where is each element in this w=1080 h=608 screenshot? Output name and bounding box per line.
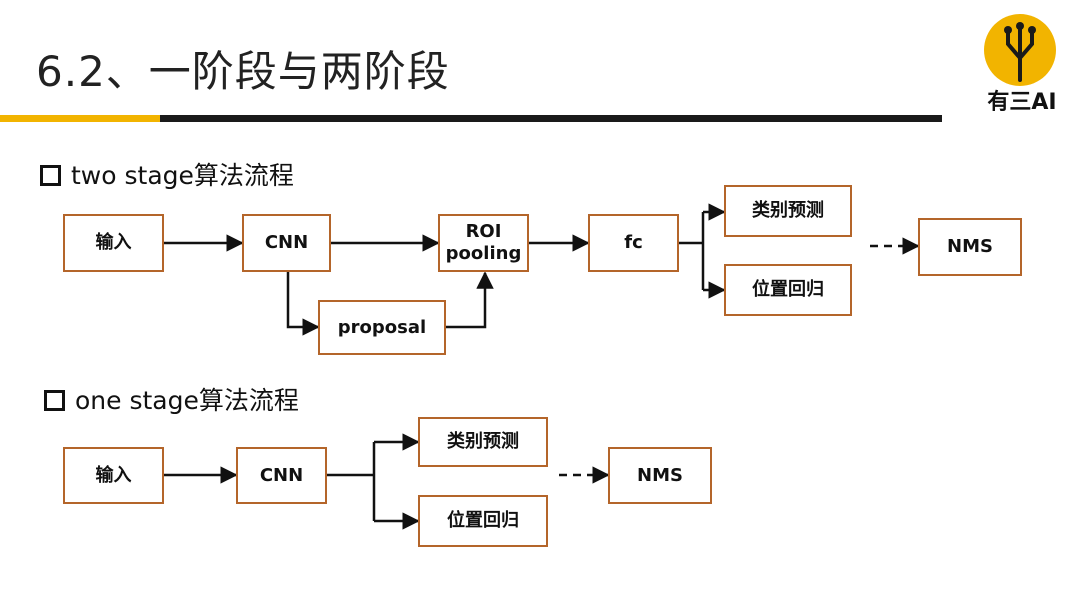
two-stage-fc-box: fc bbox=[588, 214, 679, 272]
title-bar bbox=[160, 115, 942, 122]
two-stage-proposal-box: proposal bbox=[318, 300, 446, 355]
two-stage-class-predict-box: 类别预测 bbox=[724, 185, 852, 237]
checkbox-square-icon bbox=[40, 164, 61, 186]
two-stage-heading-text: two stage算法流程 bbox=[71, 161, 294, 190]
two-stage-nms-box: NMS bbox=[918, 218, 1022, 276]
one-stage-cnn-box: CNN bbox=[236, 447, 327, 504]
arrow-cnn-proposal bbox=[286, 272, 320, 336]
two-stage-box-regression-box: 位置回归 bbox=[724, 264, 852, 316]
one-stage-class-predict-box: 类别预测 bbox=[418, 417, 548, 467]
logo-icon bbox=[984, 14, 1056, 86]
two-stage-input-box: 输入 bbox=[63, 214, 164, 272]
checkbox-square-icon bbox=[44, 389, 65, 411]
one-stage-nms-box: NMS bbox=[608, 447, 712, 504]
one-stage-heading-text: one stage算法流程 bbox=[75, 386, 299, 415]
logo-text: 有三AI bbox=[987, 90, 1057, 115]
one-stage-box-regression-box: 位置回归 bbox=[418, 495, 548, 547]
one-stage-input-box: 输入 bbox=[63, 447, 164, 504]
arrow-proposal-roi bbox=[446, 271, 494, 329]
two-stage-cnn-box: CNN bbox=[242, 214, 331, 272]
slide-title: 6.2、一阶段与两阶段 bbox=[36, 47, 450, 96]
title-bar-accent bbox=[0, 115, 160, 122]
two-stage-heading: two stage算法流程 bbox=[40, 156, 294, 192]
one-stage-heading: one stage算法流程 bbox=[44, 381, 299, 417]
two-stage-roi-pooling-box: ROI pooling bbox=[438, 214, 529, 272]
